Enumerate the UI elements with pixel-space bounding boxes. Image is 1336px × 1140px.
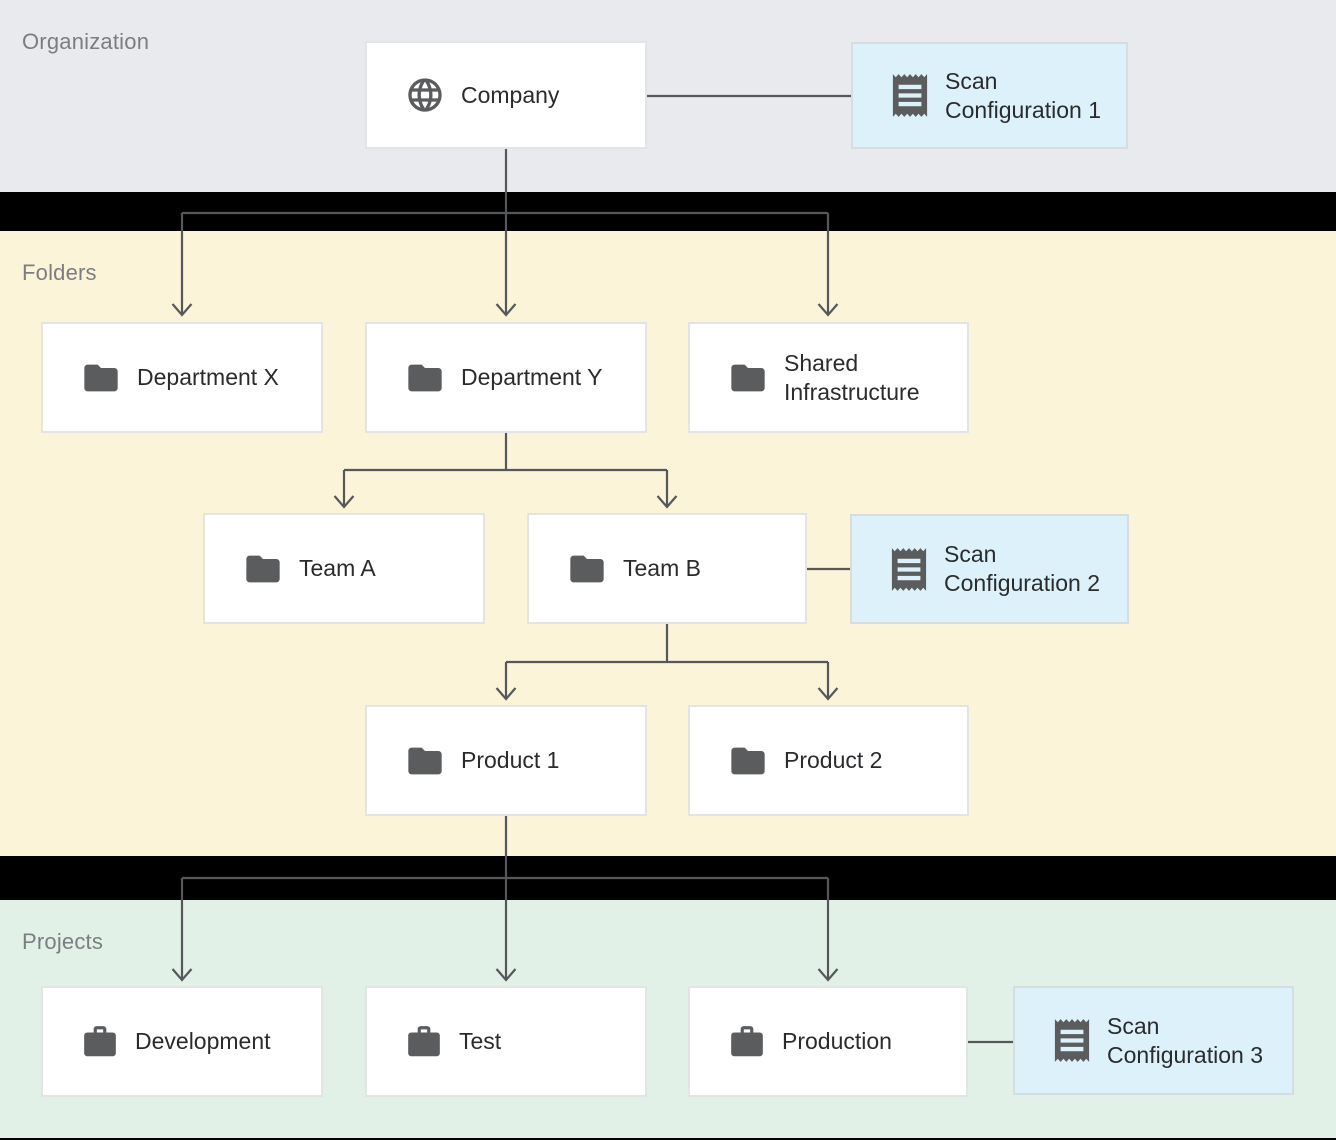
node-scan-configuration-2: Scan Configuration 2 xyxy=(850,514,1129,624)
node-product-1-label: Product 1 xyxy=(461,747,560,773)
node-shared-infrastructure: Shared Infrastructure xyxy=(688,322,969,433)
globe-icon xyxy=(408,78,442,112)
folder-icon xyxy=(570,555,604,582)
folder-icon xyxy=(408,747,442,774)
node-department-x: Department X xyxy=(41,322,323,433)
node-team-a-label: Team A xyxy=(299,555,376,581)
node-development: Development xyxy=(41,986,323,1097)
organization-band-label: Organization xyxy=(22,29,150,54)
node-scan-configuration-3-label: Scan Configuration 3 xyxy=(1107,1012,1263,1068)
node-team-b: Team B xyxy=(527,513,807,624)
folder-icon xyxy=(408,364,442,391)
node-scan-configuration-1: Scan Configuration 1 xyxy=(851,42,1128,149)
briefcase-icon xyxy=(408,1025,440,1056)
folder-icon xyxy=(84,364,118,391)
folder-icon xyxy=(731,747,765,774)
receipt-icon xyxy=(1054,1019,1090,1062)
node-company: Company xyxy=(365,41,647,149)
node-product-2-label: Product 2 xyxy=(784,747,883,773)
node-production-label: Production xyxy=(782,1028,892,1054)
node-test-label: Test xyxy=(459,1028,502,1054)
node-product-2: Product 2 xyxy=(688,705,969,816)
node-team-a: Team A xyxy=(203,513,485,624)
node-scan-configuration-2-label: Scan Configuration 2 xyxy=(944,541,1100,596)
organization-band: Organization xyxy=(0,0,1336,192)
receipt-icon xyxy=(892,74,928,117)
node-company-label: Company xyxy=(461,81,560,108)
node-shared-infrastructure-label: Shared Infrastructure xyxy=(784,349,920,405)
node-test: Test xyxy=(365,986,647,1097)
projects-band-label: Projects xyxy=(22,929,104,954)
briefcase-icon xyxy=(731,1025,763,1056)
node-development-label: Development xyxy=(135,1028,271,1054)
folder-icon xyxy=(731,364,765,391)
folders-band-label: Folders xyxy=(22,260,97,285)
folder-icon xyxy=(246,555,280,582)
node-scan-configuration-1-label: Scan Configuration 1 xyxy=(945,67,1101,123)
briefcase-icon xyxy=(84,1025,116,1056)
node-product-1: Product 1 xyxy=(365,705,647,816)
node-scan-configuration-3: Scan Configuration 3 xyxy=(1013,986,1294,1095)
node-department-x-label: Department X xyxy=(137,364,279,390)
node-team-b-label: Team B xyxy=(623,555,701,581)
node-production: Production xyxy=(688,986,968,1097)
node-department-y: Department Y xyxy=(365,322,647,433)
node-department-y-label: Department Y xyxy=(461,364,603,390)
receipt-icon xyxy=(891,547,927,591)
